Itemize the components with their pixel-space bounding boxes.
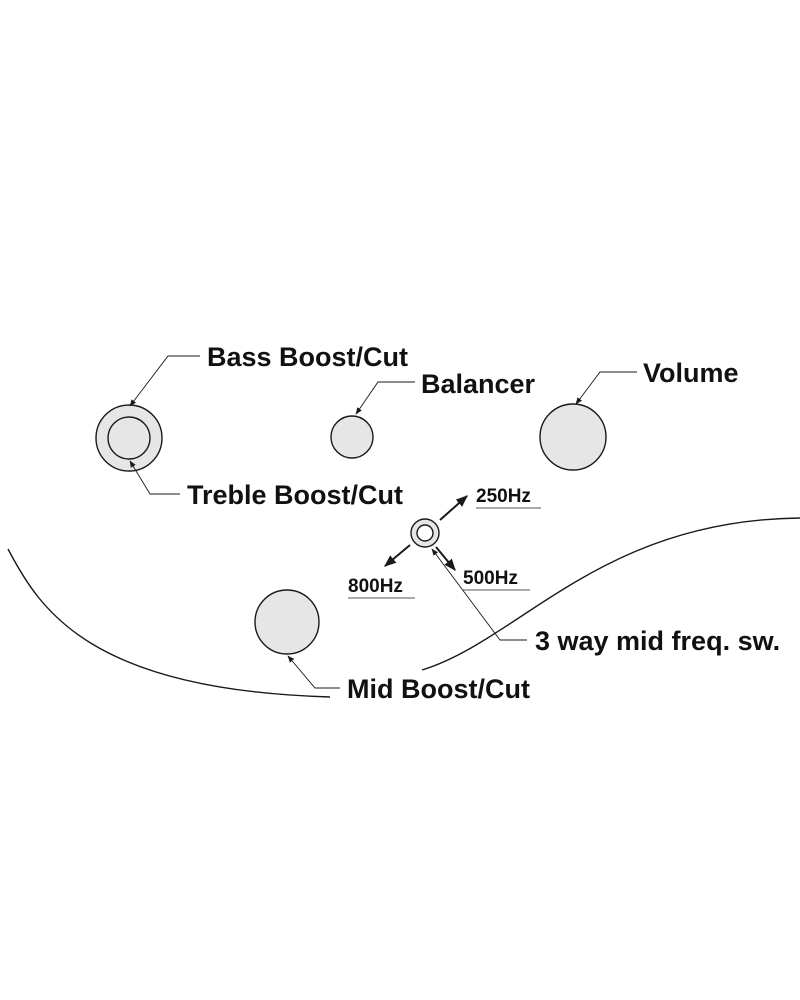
- balancer-knob[interactable]: [330, 415, 374, 459]
- mid-label: Mid Boost/Cut: [347, 674, 530, 704]
- bass-label: Bass Boost/Cut: [207, 342, 408, 372]
- body-outline-curve: [7, 517, 800, 698]
- volume-leader: [575, 371, 637, 405]
- treble-inner-knob[interactable]: [107, 416, 151, 460]
- arrow-500hz: [435, 546, 456, 571]
- bass-leader: [129, 355, 200, 407]
- freq-500-label: 500Hz: [463, 568, 518, 589]
- treble-leader: [129, 460, 180, 495]
- freq-800-label: 800Hz: [348, 576, 403, 597]
- mid-knob[interactable]: [254, 589, 320, 655]
- arrow-250hz: [439, 495, 468, 521]
- arrow-800hz: [384, 544, 411, 567]
- balancer-label: Balancer: [421, 369, 536, 399]
- bass-treble-stacked-knob[interactable]: [95, 404, 163, 472]
- mid-freq-switch[interactable]: [410, 518, 440, 548]
- mid-switch-label: 3 way mid freq. sw.: [535, 626, 780, 656]
- treble-label: Treble Boost/Cut: [187, 480, 403, 510]
- volume-label: Volume: [643, 358, 739, 388]
- mid-leader: [287, 655, 340, 689]
- freq-250-label: 250Hz: [476, 486, 531, 507]
- switch-leader: [431, 548, 527, 641]
- volume-knob[interactable]: [539, 403, 607, 471]
- balancer-leader: [355, 381, 415, 415]
